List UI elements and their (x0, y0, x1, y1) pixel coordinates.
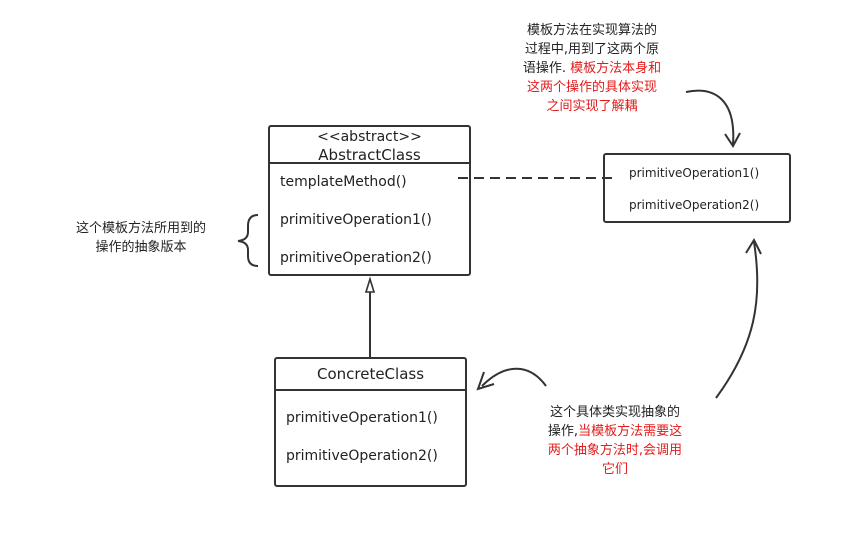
bottom-note-arrow-left (481, 367, 547, 387)
tr-note-line-3-black: 语操作. (522, 61, 571, 76)
left-note-line-1: 这个模板方法所用到的 (75, 221, 206, 236)
curly-brace (237, 214, 259, 267)
abstract-op-primitive-2: primitiveOperation2() (280, 250, 432, 266)
box-op-primitive-1: primitiveOperation1() (629, 166, 760, 180)
concrete-class-name: ConcreteClass (316, 365, 425, 383)
inheritance-arrowhead (364, 276, 376, 293)
bottom-right-note: 这个具体类实现抽象的 操作,当模板方法需要这 两个抽象方法时,会调用 它们 (520, 403, 710, 479)
bottom-note-arrowhead-left (476, 371, 495, 391)
concrete-op-primitive-1: primitiveOperation1() (286, 410, 438, 426)
tr-note-line-1: 模板方法在实现算法的 (526, 23, 657, 38)
br-note-line-2: 操作,当模板方法需要这 (520, 422, 710, 441)
br-note-line-2-black: 操作, (547, 424, 579, 439)
abstract-stereotype: <<abstract>> (317, 129, 422, 145)
abstract-class-box: <<abstract>> AbstractClass templateMetho… (268, 125, 471, 276)
abstract-class-divider (270, 162, 469, 164)
br-note-line-3: 两个抽象方法时,会调用 (547, 443, 683, 458)
box-op-primitive-2: primitiveOperation2() (629, 198, 760, 212)
bottom-note-arrow-up (715, 241, 759, 399)
concrete-op-primitive-2: primitiveOperation2() (286, 448, 438, 464)
abstract-op-template-method: templateMethod() (280, 174, 407, 190)
tr-note-line-3: 语操作. 模板方法本身和 (497, 59, 687, 78)
tr-note-line-2: 过程中,用到了这两个原 (524, 42, 660, 57)
concrete-class-divider (276, 389, 465, 391)
tr-note-line-5: 之间实现了解耦 (546, 99, 638, 114)
top-right-note: 模板方法在实现算法的 过程中,用到了这两个原 语操作. 模板方法本身和 这两个操… (497, 21, 687, 116)
top-note-arrowhead (724, 132, 741, 148)
tr-note-line-3-red: 模板方法本身和 (570, 61, 662, 76)
bottom-note-arrowhead-up (745, 237, 762, 255)
tr-note-line-4: 这两个操作的具体实现 (526, 80, 657, 95)
abstract-op-primitive-1: primitiveOperation1() (280, 212, 432, 228)
abstract-class-name: AbstractClass (318, 146, 421, 164)
left-brace-note: 这个模板方法所用到的 操作的抽象版本 (56, 219, 226, 257)
primitive-operations-box: primitiveOperation1() primitiveOperation… (603, 153, 791, 223)
top-note-arrow (685, 89, 735, 145)
concrete-class-box: ConcreteClass primitiveOperation1() prim… (274, 357, 467, 487)
br-note-line-2-red: 当模板方法需要这 (578, 424, 683, 439)
left-note-line-2: 操作的抽象版本 (95, 240, 187, 255)
br-note-line-1: 这个具体类实现抽象的 (549, 405, 680, 420)
br-note-line-4: 它们 (601, 462, 628, 477)
